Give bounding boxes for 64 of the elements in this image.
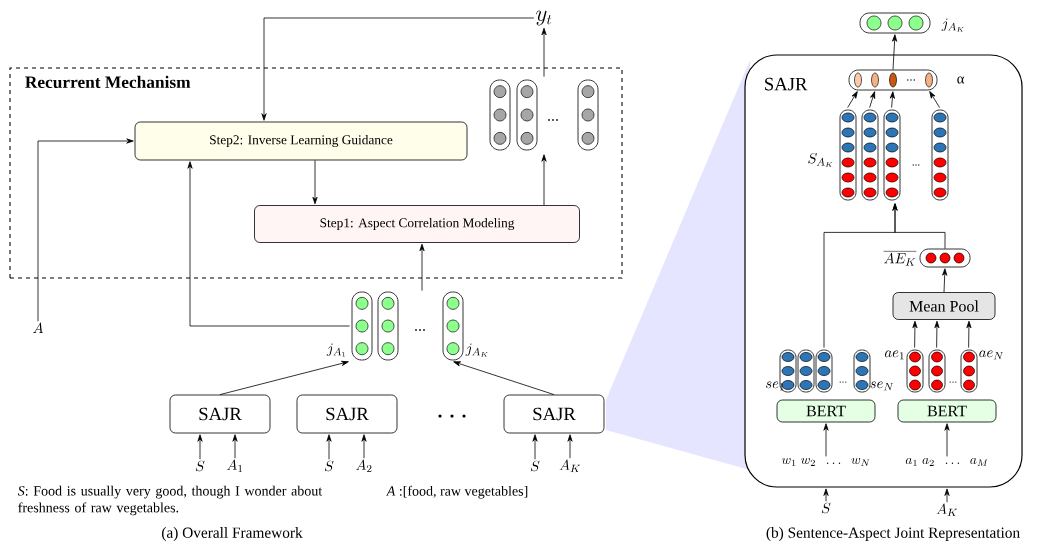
vector-label: $j_{A_1}$ [326, 343, 346, 357]
arrow [312, 196, 318, 205]
vector-label: $ae_1$ [885, 350, 904, 360]
arrow [889, 91, 895, 108]
arrow [541, 27, 547, 77]
output-symbol: $y_t$ [536, 10, 552, 26]
input-symbol: $S$ [195, 460, 205, 472]
arrow [567, 434, 573, 459]
input-symbol: $S$ [324, 460, 334, 472]
input-symbol: $A$ [33, 322, 44, 333]
arrow [326, 434, 332, 460]
arrow [912, 320, 918, 348]
pooling-box: Mean Pool [892, 292, 996, 320]
arrow [869, 91, 876, 108]
vector-label: $j_{A_K}$ [465, 343, 488, 357]
module-box: SAJR [169, 394, 271, 434]
process-box: Step1: Aspect Correlation Modeling [254, 205, 580, 243]
arrow [823, 488, 829, 502]
encoder-box: BERT [776, 399, 876, 423]
arrow [419, 243, 425, 291]
arrow [37, 138, 134, 322]
arrow [232, 434, 238, 459]
arrow [944, 423, 950, 457]
vector-label: $se_N$ [870, 381, 894, 391]
module-box: SAJR [296, 394, 398, 434]
input-symbol: $A_K$ [559, 459, 580, 473]
input-symbol: $S$ [821, 502, 831, 514]
arrow [361, 434, 367, 459]
arrow [847, 91, 858, 108]
vector-label: $j_{A_K}$ [941, 18, 964, 32]
arrow [944, 488, 950, 503]
input-symbol: $A_1$ [226, 459, 243, 473]
arrow [532, 434, 538, 460]
vector-label: $se_1$ [766, 381, 784, 391]
arrow [261, 17, 535, 121]
vector-label: $\overline{AE_K}$ [883, 251, 917, 266]
input-symbol: $A_2$ [355, 459, 372, 473]
subfigure-caption: (a) Overall Framework [162, 527, 303, 541]
vector-stack [489, 79, 599, 151]
subfigure-caption: (b) Sentence-Aspect Joint Representation [766, 527, 1020, 541]
module-box: SAJR [503, 394, 605, 434]
arrow [197, 434, 203, 460]
process-box: Step2: Inverse Learning Guidance [134, 121, 468, 161]
token-sequence: $w_1\;w_2\;\;\ldots\;\;w_N$ [781, 458, 870, 466]
arrow [892, 203, 946, 249]
arrow [929, 91, 940, 108]
vector-label: α [957, 76, 965, 84]
arrow [453, 361, 555, 395]
encoder-box: BERT [897, 399, 997, 423]
token-sequence: $a_1\;a_2\;\;\ldots\;\;a_M$ [905, 458, 988, 466]
arrow [219, 360, 349, 395]
arrow [541, 154, 547, 206]
arrow [934, 320, 940, 348]
example-sentence: S: Food is usually very good, though I wonder about freshness of raw vegetables. [17, 485, 323, 516]
arrow [892, 34, 898, 70]
arrow [187, 161, 350, 327]
input-symbol: $A_K$ [936, 503, 957, 517]
arrow [823, 423, 829, 457]
input-symbol: $S$ [530, 460, 540, 472]
arrow [942, 268, 948, 293]
vector-label: $ae_N$ [979, 350, 1004, 360]
vector-label: $S_{A_K}$ [808, 152, 833, 167]
aspect-list: A :[food, raw vegetables] [385, 485, 528, 499]
arrow [966, 320, 972, 348]
